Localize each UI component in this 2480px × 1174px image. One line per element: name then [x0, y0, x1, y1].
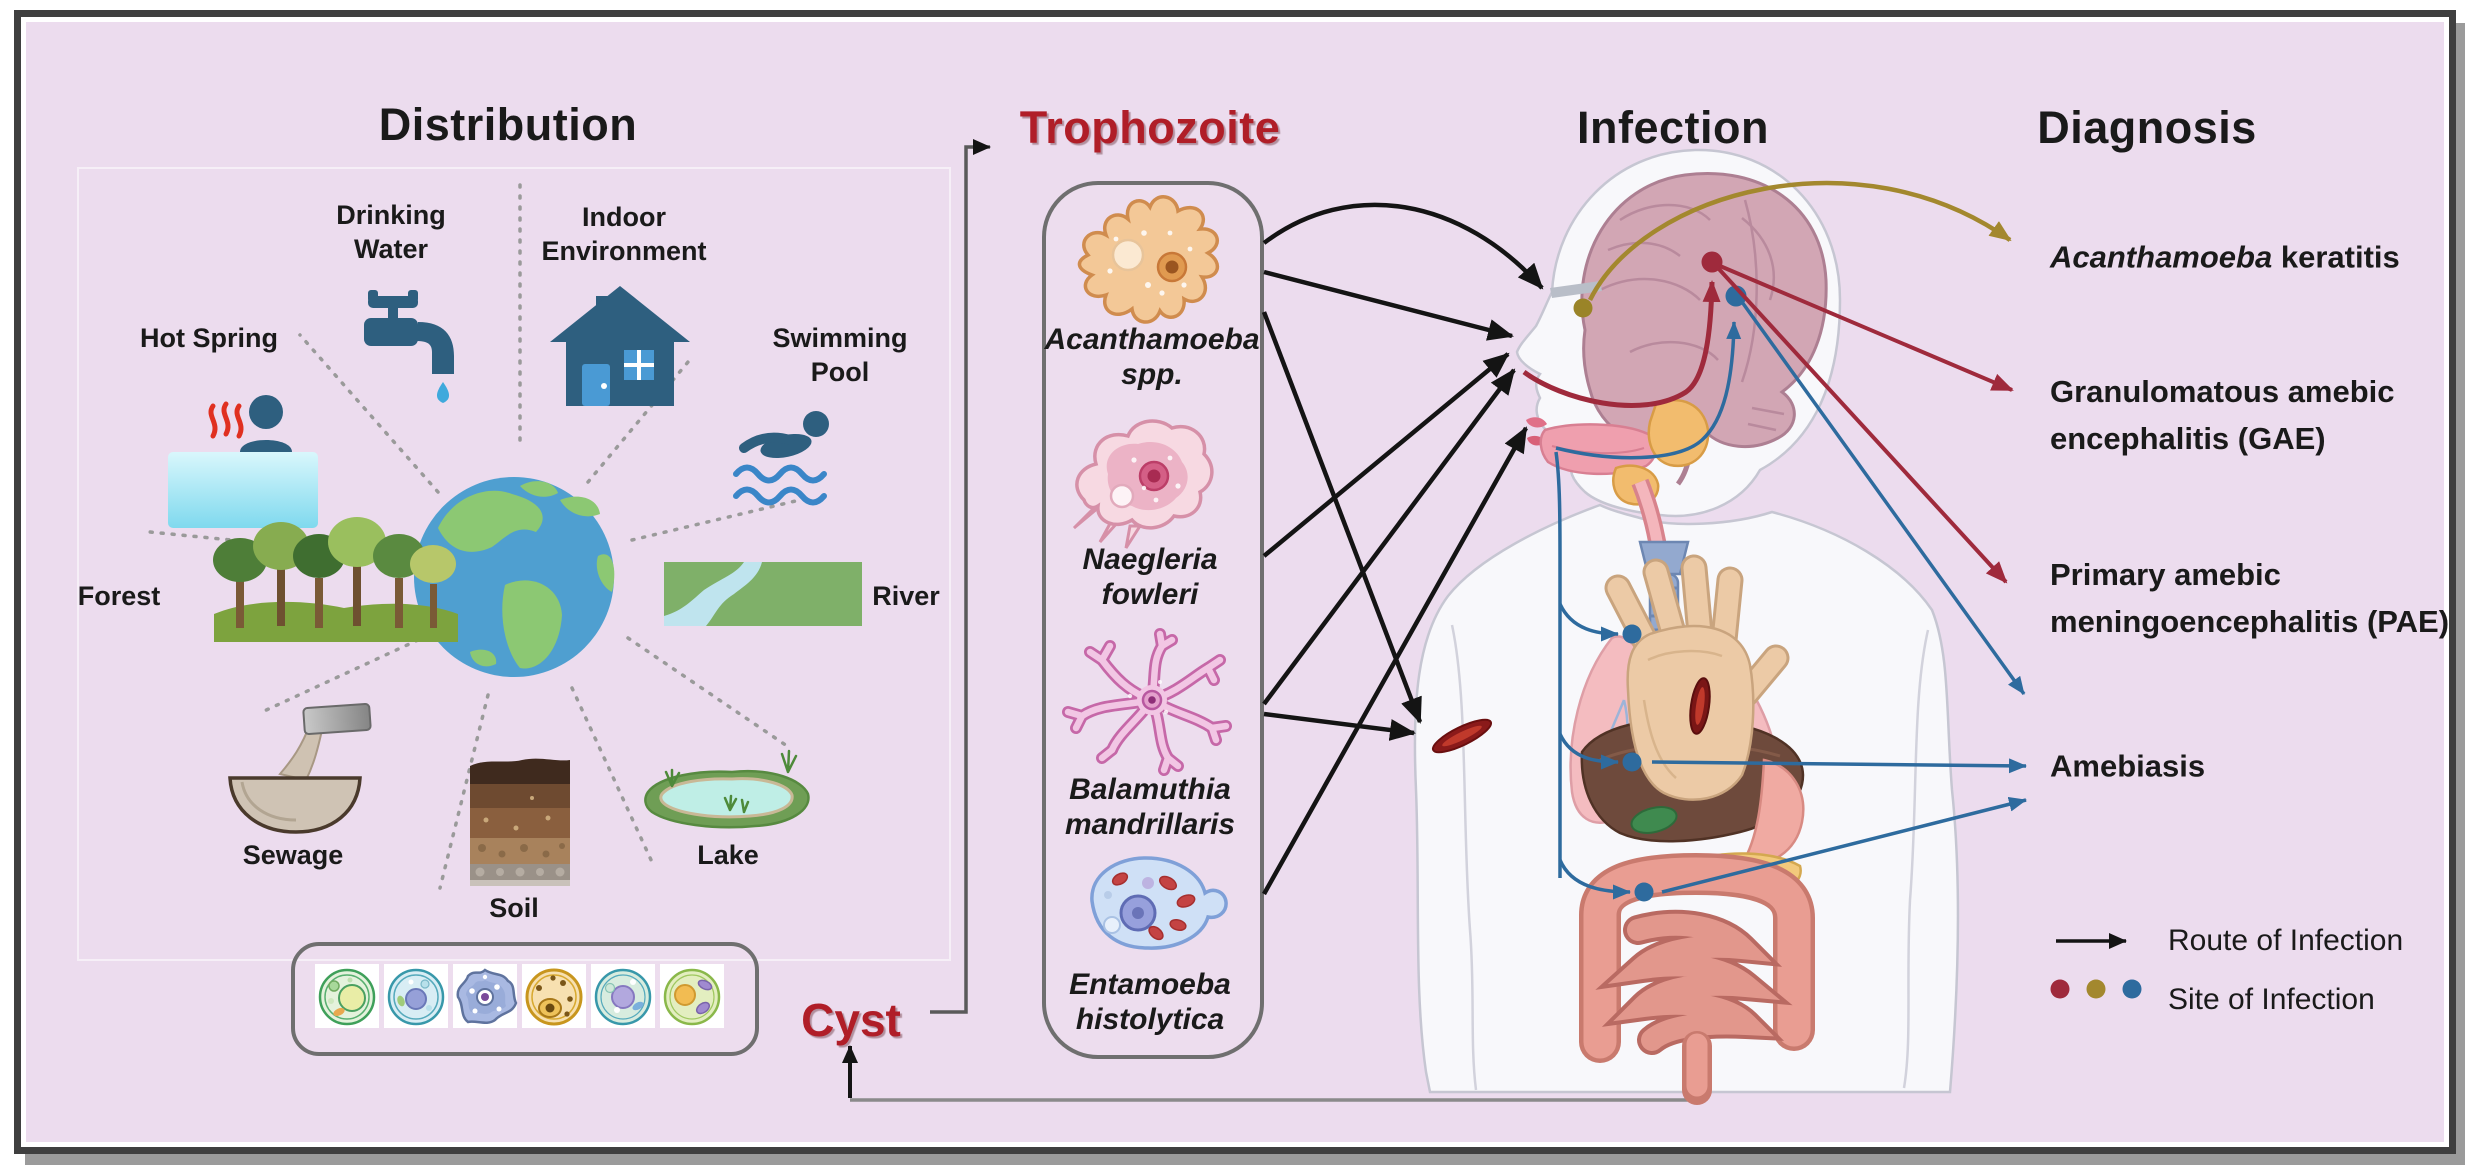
eye-site-dot-olive — [1573, 298, 1593, 318]
label-lake: Lake — [697, 840, 759, 870]
label-river: River — [872, 581, 940, 611]
section-title-trophozoite: Trophozoite — [1019, 102, 1281, 153]
legend-dot-blue — [2122, 979, 2142, 999]
cycle-connectors — [842, 139, 1692, 1102]
legend-dot-olive — [2086, 979, 2106, 999]
distribution-boundary — [77, 167, 951, 961]
diagnosis-acanthamoeba-keratitis: Acanthamoeba keratitis — [2050, 239, 2400, 275]
section-title-diagnosis: Diagnosis — [2037, 102, 2257, 153]
section-title-distribution: Distribution — [378, 99, 638, 150]
river-icon — [664, 562, 862, 626]
legend-glyphs — [2050, 933, 2142, 999]
site-of-infection-dots — [1573, 251, 1747, 902]
olive-route-line — [1587, 180, 2012, 302]
section-title-infection: Infection — [1577, 102, 1769, 153]
naegleria-trophozoite-icon — [1072, 419, 1214, 549]
label-forest: Forest — [77, 581, 161, 611]
sewage-pipe-icon — [228, 702, 372, 834]
red-route-lines — [1522, 264, 2014, 584]
legend-dot-red — [2050, 979, 2070, 999]
skin-wound — [1431, 718, 1493, 754]
balamuthia-trophozoite-icon — [1062, 628, 1232, 776]
legend-route-label: Route of Infection — [2168, 924, 2404, 957]
route-of-infection-arrows — [1261, 202, 1544, 896]
acanthamoeba-trophozoite-icon — [1077, 195, 1220, 324]
blue-route-lines — [1554, 300, 2027, 900]
swimmer-icon — [733, 411, 829, 506]
human-body-illustration — [1413, 148, 1960, 1105]
cyst-image-teal — [384, 964, 448, 1028]
house-icon — [550, 286, 690, 406]
lung-site-dot — [1622, 624, 1642, 644]
diagnosis-amebiasis: Amebiasis — [2050, 748, 2206, 784]
cyst-image-yellowgreen — [660, 964, 724, 1028]
hot-spring-icon — [168, 395, 318, 528]
liver-site-dot — [1622, 752, 1642, 772]
cyst-image-green — [315, 964, 379, 1028]
cyst-image-teal-2 — [591, 964, 655, 1028]
lake-icon — [644, 749, 810, 829]
label-soil: Soil — [489, 893, 539, 923]
label-sewage: Sewage — [242, 840, 344, 870]
cyst-image-wrinkled — [453, 964, 518, 1028]
label-hot-spring: Hot Spring — [140, 323, 278, 353]
globe-icon — [414, 477, 615, 677]
trophozoite-panel — [1042, 181, 1264, 1059]
legend-site-label: Site of Infection — [2168, 983, 2375, 1016]
intestine-site-dot — [1634, 882, 1654, 902]
soil-layers-icon — [470, 758, 570, 886]
trees-icon — [213, 517, 458, 642]
brain-site-dot-red — [1701, 251, 1723, 273]
cyst-image-yellow — [522, 964, 586, 1028]
faucet-icon — [364, 290, 454, 403]
cyst-label: Cyst — [801, 994, 901, 1046]
cyst-panel — [291, 942, 759, 1056]
entamoeba-trophozoite-icon — [1090, 856, 1228, 950]
